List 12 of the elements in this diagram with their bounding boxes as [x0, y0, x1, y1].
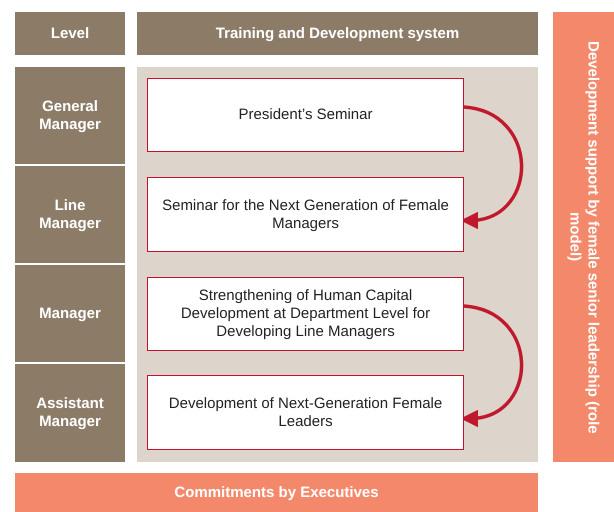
level-box: Manager: [15, 265, 125, 362]
level-box: Assistant Manager: [15, 364, 125, 462]
program-box: Strengthening of Human Capital Development at Department Level for Developing Line Managers: [147, 277, 464, 351]
level-box: General Manager: [15, 67, 125, 164]
header-bar: Level: [15, 12, 125, 55]
program-box: President’s Seminar: [147, 78, 464, 152]
program-box: Seminar for the Next Generation of Female Managers: [147, 177, 464, 252]
header-bar: Training and Development system: [137, 12, 538, 55]
side-banner: Development support by female senior leadership (role model): [553, 12, 614, 462]
level-box: Line Manager: [15, 166, 125, 263]
program-box: Development of Next-Generation Female Leaders: [147, 375, 464, 450]
footer-banner: Commitments by Executives: [15, 473, 538, 512]
